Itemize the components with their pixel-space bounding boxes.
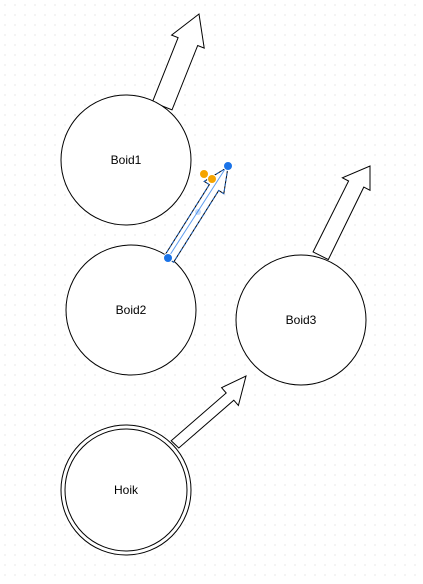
center-move-handle[interactable]: [195, 209, 201, 215]
node-label-hoik: Hoik: [114, 483, 139, 497]
arrow-start-handle[interactable]: [163, 253, 173, 263]
arrow-hoik-direction[interactable]: [170, 375, 247, 449]
node-boid1[interactable]: Boid1: [60, 94, 192, 226]
node-hoik[interactable]: Hoik: [60, 424, 192, 556]
node-label-boid1: Boid1: [111, 153, 142, 167]
arrow-head-control-handle[interactable]: [207, 174, 217, 184]
arrow-end-handle[interactable]: [223, 161, 233, 171]
arrow-boid1-direction[interactable]: [151, 13, 205, 111]
arrow-boid2-direction[interactable]: [163, 161, 233, 263]
selection-guide-line: [167, 165, 228, 259]
node-label-boid2: Boid2: [116, 303, 147, 317]
selection-outline: [163, 166, 229, 263]
arrow-width-control-handle[interactable]: [199, 169, 209, 179]
node-label-boid3: Boid3: [286, 313, 317, 327]
node-boid2[interactable]: Boid2: [65, 244, 197, 376]
node-boid3[interactable]: Boid3: [235, 254, 367, 386]
arrow-boid3-direction[interactable]: [312, 165, 371, 261]
